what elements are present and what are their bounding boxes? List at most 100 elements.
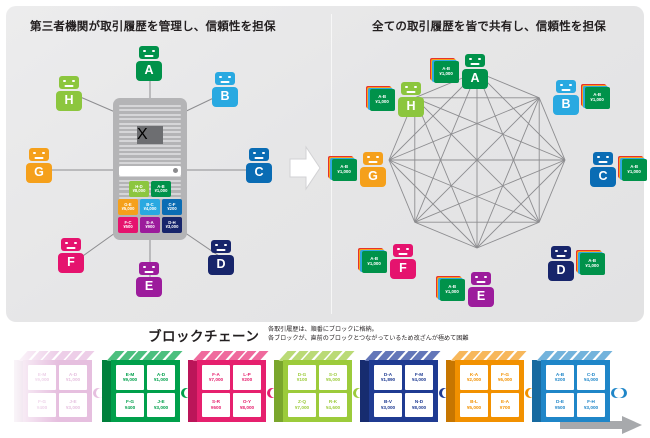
node-label: F: [390, 258, 416, 279]
blockchain-note-line1: 各取引履歴は、順番にブロックに格納。: [268, 326, 378, 333]
block-transaction-cell: F-G¥400: [28, 392, 56, 417]
ledger-amount: ¥1,000: [585, 263, 599, 269]
node-e: E: [136, 262, 162, 297]
node-label: D: [208, 254, 234, 275]
transaction-pair: J-E: [157, 399, 165, 405]
block-transaction-cell: A-D¥1,000: [59, 365, 87, 390]
transaction-amount: ¥400: [124, 404, 136, 410]
block-side: [446, 360, 456, 422]
transaction-amount: ¥4,000: [411, 377, 427, 383]
transaction-pair: N-D: [414, 399, 424, 405]
block-transaction-cell: O-Y¥8,000: [233, 392, 261, 417]
block-transaction-cell: E-A¥700: [491, 392, 519, 417]
avatar-head-icon: [139, 46, 159, 59]
node-label: B: [553, 94, 579, 115]
transition-arrow-icon: [289, 145, 321, 191]
ledger-tile: A-B ¥1,000: [151, 181, 171, 197]
block-transaction-cell: B-L¥5,000: [460, 392, 488, 417]
ledger-front: A-B¥1,000: [331, 159, 357, 182]
blockchain-note-line2: 各ブロックが、直前のブロックとつながっているため改ざんが極めて困難: [268, 335, 469, 343]
avatar-head-icon: [29, 148, 49, 161]
transaction-amount: ¥6,000: [497, 377, 513, 383]
transaction-pair: D-A: [383, 371, 393, 377]
block-transaction-cell: E-M¥9,000: [116, 365, 144, 390]
node-label: G: [360, 166, 386, 187]
block-transaction-cell: F-A¥7,000: [202, 365, 230, 390]
block-transaction-cell: Z-Q¥7,000: [288, 392, 316, 417]
transaction-amount: ¥700: [499, 404, 511, 410]
block-transaction-cell: R-K¥4,600: [319, 392, 347, 417]
ledger-front: A-B¥1,000: [621, 159, 647, 182]
transaction-pair: R-K: [328, 399, 338, 405]
transaction-pair: A-D: [156, 371, 166, 377]
tile-row: G-E ¥5,000 B-C ¥4,000 C-F ¥200: [118, 199, 182, 215]
transaction-amount: ¥600: [210, 404, 222, 410]
ledger-front: A-B¥1,000: [579, 253, 605, 276]
block-transaction-cell: F-M¥4,000: [405, 365, 433, 390]
avatar-head-icon: [249, 148, 269, 161]
transaction-pair: O-Y: [242, 399, 252, 405]
transaction-pair: B-V: [383, 399, 393, 405]
server-status-bar: [119, 166, 181, 176]
node-b: B: [212, 72, 238, 107]
node-label: A: [136, 60, 162, 81]
transaction-pair: F-G: [500, 371, 510, 377]
node-f: F: [58, 238, 84, 273]
ledger-pair: A-B: [630, 164, 638, 170]
ledger-card-g: A-B¥1,000: [328, 156, 358, 182]
node-label: C: [246, 162, 272, 183]
transaction-pair: F-A: [212, 371, 220, 377]
server-avatar: X: [137, 126, 163, 144]
block-side: [532, 360, 542, 422]
avatar-head-icon: [363, 152, 383, 165]
ledger-tile: D-H ¥3,000: [162, 217, 182, 233]
top-panel: [6, 6, 644, 322]
node-label: E: [468, 286, 494, 307]
ledger-tile: H-D ¥8,000: [129, 181, 149, 197]
node-d: D: [208, 240, 234, 275]
block-transaction-cell: A-D¥1,000: [147, 365, 175, 390]
ledger-tile: B-C ¥4,000: [140, 199, 160, 215]
block-transaction-cell: C-D¥4,000: [577, 365, 605, 390]
block-transaction-cell: F-H¥3,000: [577, 392, 605, 417]
avatar-head-icon: [471, 272, 491, 285]
ledger-front: A-B¥1,000: [369, 89, 395, 112]
transaction-amount: ¥7,000: [208, 377, 224, 383]
transaction-amount: ¥200: [554, 377, 566, 383]
transaction-pair: B-L: [470, 399, 478, 405]
transaction-amount: ¥1,000: [65, 377, 81, 383]
node-h: H: [56, 76, 82, 111]
transaction-pair: E-A: [500, 399, 510, 405]
ledger-amount: ¥1,000: [627, 169, 641, 175]
node-label: B: [212, 86, 238, 107]
ledger-amount: ¥1,000: [590, 97, 604, 103]
avatar-head-icon: [215, 72, 235, 85]
ledger-tile: C-F ¥200: [162, 199, 182, 215]
transaction-pair: L-P: [243, 371, 251, 377]
node-label: D: [548, 260, 574, 281]
node-a: A: [136, 46, 162, 81]
ledger-card-a: A-B¥1,000: [430, 58, 460, 84]
transaction-amount: ¥2,000: [466, 377, 482, 383]
avatar-head-icon: [551, 246, 571, 259]
transaction-amount: ¥400: [36, 404, 48, 410]
avatar-head-icon: [211, 240, 231, 253]
ledger-pair: A-B: [448, 284, 456, 290]
transaction-pair: K-A: [469, 371, 479, 377]
node-label: F: [58, 252, 84, 273]
block-transaction-cell: N-D¥8,000: [405, 392, 433, 417]
ledger-pair: A-B: [378, 94, 386, 100]
transaction-pair: D-G: [297, 371, 307, 377]
ledger-card-c: A-B¥1,000: [618, 156, 648, 182]
transaction-amount: ¥1,000: [153, 377, 169, 383]
block-side: [102, 360, 112, 422]
chain-direction-arrow-icon: [560, 416, 642, 434]
ledger-front: A-B¥1,000: [584, 87, 610, 110]
node-label: A: [462, 68, 488, 89]
peer-node-b: B: [553, 80, 579, 115]
